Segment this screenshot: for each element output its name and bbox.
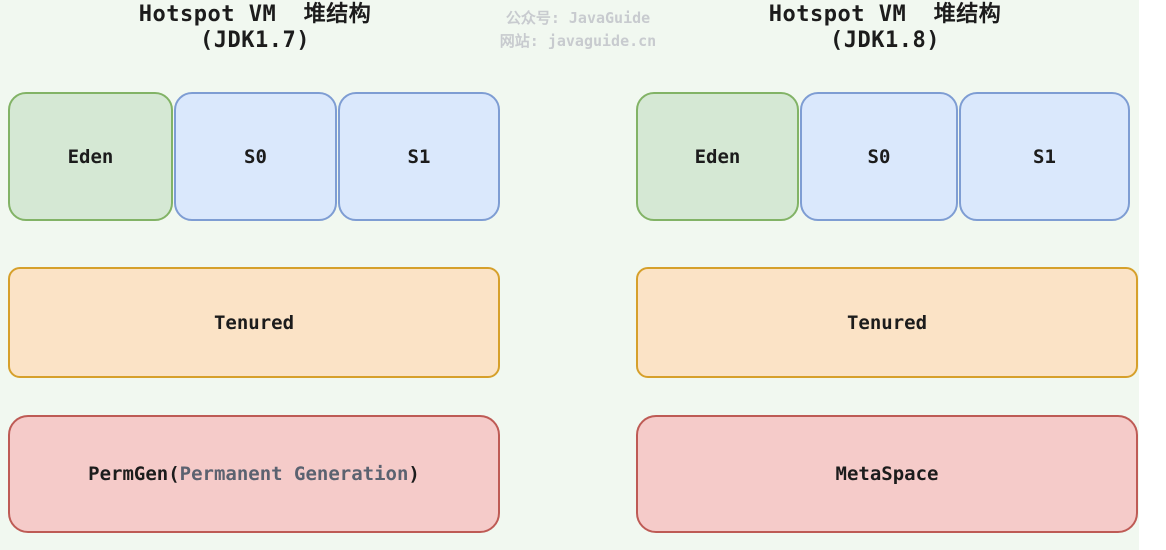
- jdk18-metaspace-label: MetaSpace: [835, 463, 939, 485]
- jdk18-s1-label: S1: [1033, 145, 1056, 168]
- jdk17-permgen-label-suffix: ): [408, 463, 420, 485]
- jdk17-permgen-label-prefix: PermGen(: [88, 463, 180, 485]
- jdk18-tenured-box: Tenured: [636, 267, 1138, 378]
- jdk17-permgen-label-inner: Permanent Generation: [179, 463, 409, 485]
- jdk17-s1-box: S1: [338, 92, 500, 221]
- jdk17-tenured-label: Tenured: [213, 311, 295, 334]
- jdk17-s0-label: S0: [244, 145, 267, 168]
- watermark-line2: 网站: javaguide.cn: [499, 32, 657, 50]
- jdk18-title: Hotspot VM 堆结构 (JDK1.8): [700, 2, 1070, 54]
- jdk17-tenured-box: Tenured: [8, 267, 500, 378]
- jdk17-permgen-box: PermGen(Permanent Generation): [8, 415, 500, 533]
- jdk17-title-line2: (JDK1.7): [200, 28, 310, 53]
- jdk17-eden-label: Eden: [67, 145, 114, 168]
- watermark-line1: 公众号: JavaGuide: [505, 9, 651, 27]
- jdk17-s0-box: S0: [174, 92, 337, 221]
- jdk17-title: Hotspot VM 堆结构 (JDK1.7): [70, 2, 440, 54]
- jdk18-eden-label: Eden: [694, 145, 741, 168]
- jdk17-s1-label: S1: [407, 145, 431, 168]
- jdk18-metaspace-box: MetaSpace: [636, 415, 1138, 533]
- jdk18-tenured-label: Tenured: [846, 311, 928, 334]
- jdk18-s0-label: S0: [867, 145, 891, 168]
- jdk18-s1-box: S1: [959, 92, 1130, 221]
- jdk18-title-line1: Hotspot VM 堆结构: [768, 2, 1002, 27]
- jdk17-eden-box: Eden: [8, 92, 173, 221]
- jdk18-eden-box: Eden: [636, 92, 799, 221]
- jdk18-s0-box: S0: [800, 92, 958, 221]
- diagram-canvas: Hotspot VM 堆结构 (JDK1.7) 公众号: JavaGuide 网…: [0, 0, 1139, 550]
- jdk18-title-line2: (JDK1.8): [830, 28, 940, 53]
- watermark: 公众号: JavaGuide 网站: javaguide.cn: [448, 7, 708, 53]
- jdk17-title-line1: Hotspot VM 堆结构: [138, 2, 372, 27]
